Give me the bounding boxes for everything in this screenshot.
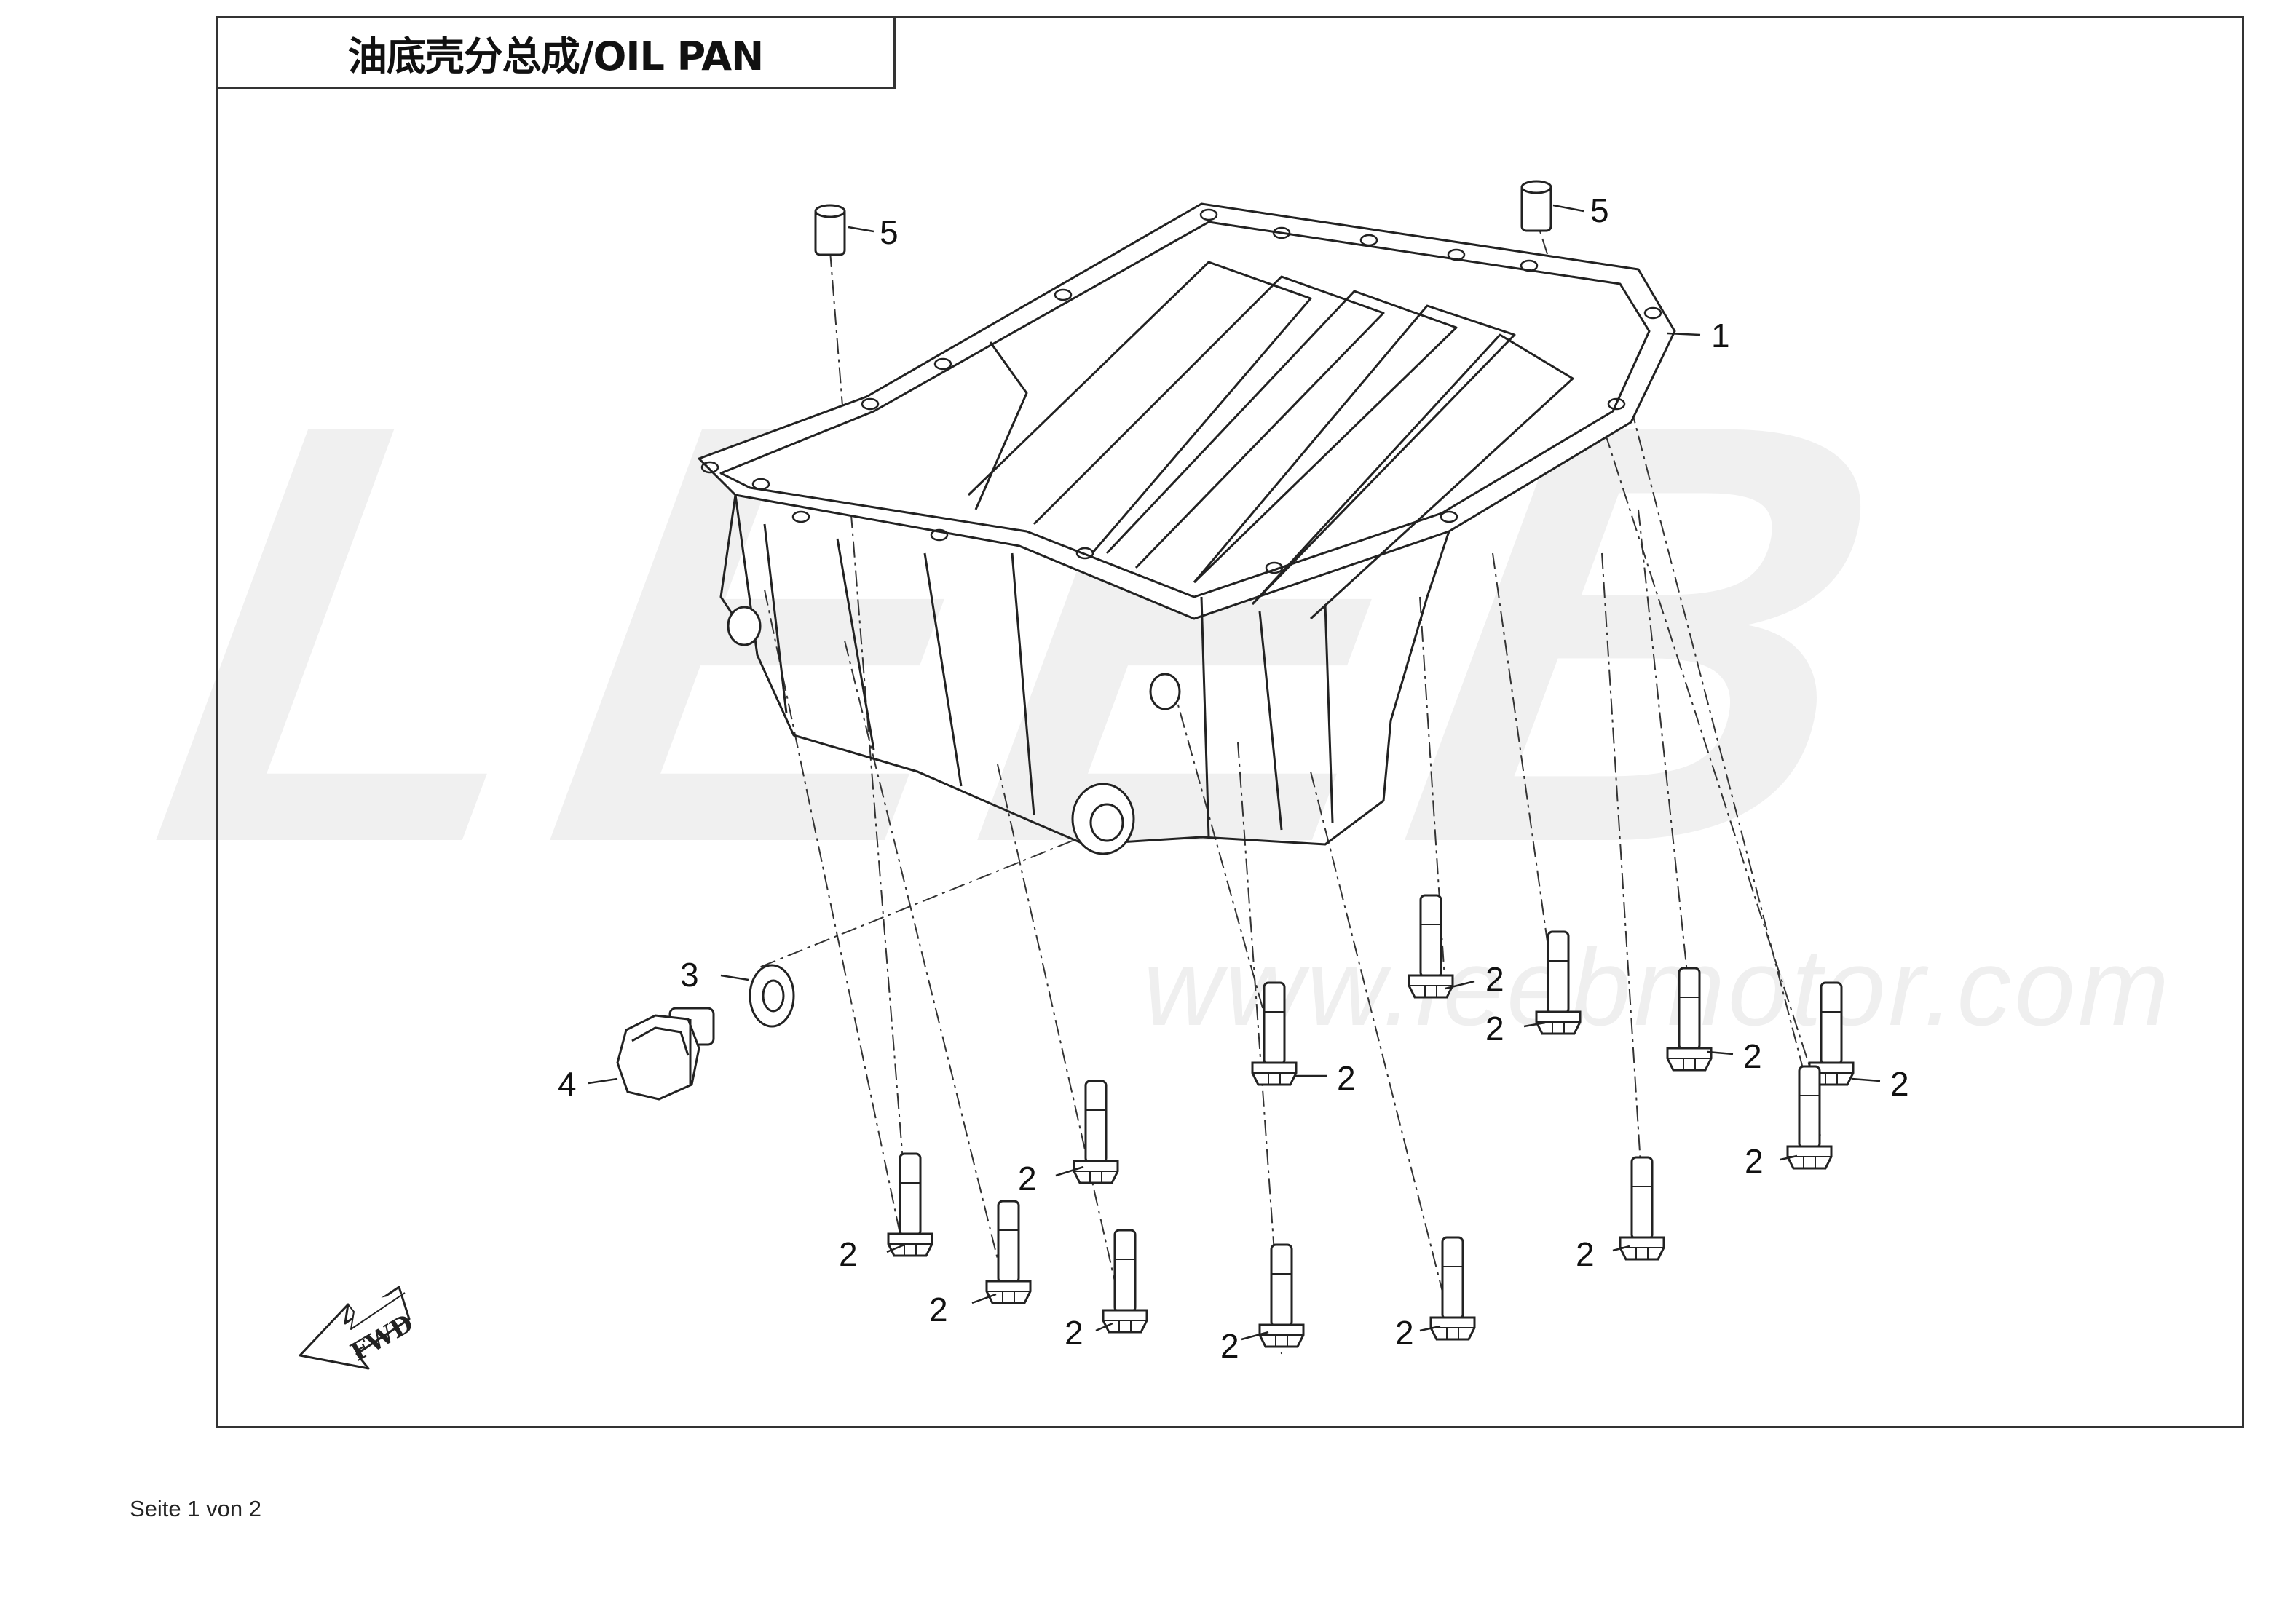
callout-bolt: 2 xyxy=(1576,1235,1595,1273)
callout-bolt: 2 xyxy=(1485,960,1504,998)
callout-dowel-pin: 5 xyxy=(880,213,899,251)
flange-bolt-part-2 xyxy=(1258,1243,1305,1348)
callout-bolt: 2 xyxy=(1890,1065,1909,1103)
callout-bolt: 2 xyxy=(1743,1037,1762,1075)
callout-bolt: 2 xyxy=(929,1291,948,1328)
flange-bolt-part-2 xyxy=(1535,930,1582,1035)
flange-bolt-part-2 xyxy=(985,1200,1032,1304)
callout-oil-pan: 1 xyxy=(1711,317,1730,354)
callout-bolt: 2 xyxy=(1065,1314,1083,1352)
flange-bolt-part-2 xyxy=(887,1152,933,1257)
callout-bolt: 2 xyxy=(839,1235,858,1273)
callout-bolt: 2 xyxy=(1395,1314,1414,1352)
dowel-pin-part-5 xyxy=(1520,180,1552,232)
flange-bolt-part-2 xyxy=(1619,1156,1665,1261)
watermark-url: www.leebmotor.com xyxy=(1143,926,2172,1048)
drain-plug-part-4 xyxy=(616,1007,715,1101)
flange-bolt-part-2 xyxy=(1666,967,1713,1072)
leader-lines xyxy=(588,204,1881,1341)
diagram-title: 油底壳分总成/OIL PAN xyxy=(347,33,765,79)
oil-pan-body xyxy=(698,202,1676,855)
callout-dowel-pin: 5 xyxy=(1590,191,1609,229)
callout-bolt: 2 xyxy=(1337,1059,1356,1097)
callout-drain-plug: 4 xyxy=(558,1065,577,1103)
flange-bolt-part-2 xyxy=(1408,894,1454,999)
title-box: 油底壳分总成/OIL PAN xyxy=(216,16,896,89)
page-number: Seite 1 von 2 xyxy=(130,1496,261,1521)
callout-washer: 3 xyxy=(680,956,699,994)
callout-bolt: 2 xyxy=(1220,1327,1239,1365)
callout-bolt: 2 xyxy=(1745,1142,1764,1180)
diagram-frame xyxy=(216,16,2244,1428)
washer-part-3 xyxy=(749,964,795,1028)
dowel-pin-part-5 xyxy=(814,204,846,256)
callout-bolt: 2 xyxy=(1485,1010,1504,1047)
callout-bolt: 2 xyxy=(1018,1160,1037,1197)
flange-bolt-part-2 xyxy=(1429,1236,1476,1341)
fwd-arrow-icon xyxy=(299,1286,411,1370)
flange-bolt-part-2 xyxy=(1102,1229,1148,1334)
